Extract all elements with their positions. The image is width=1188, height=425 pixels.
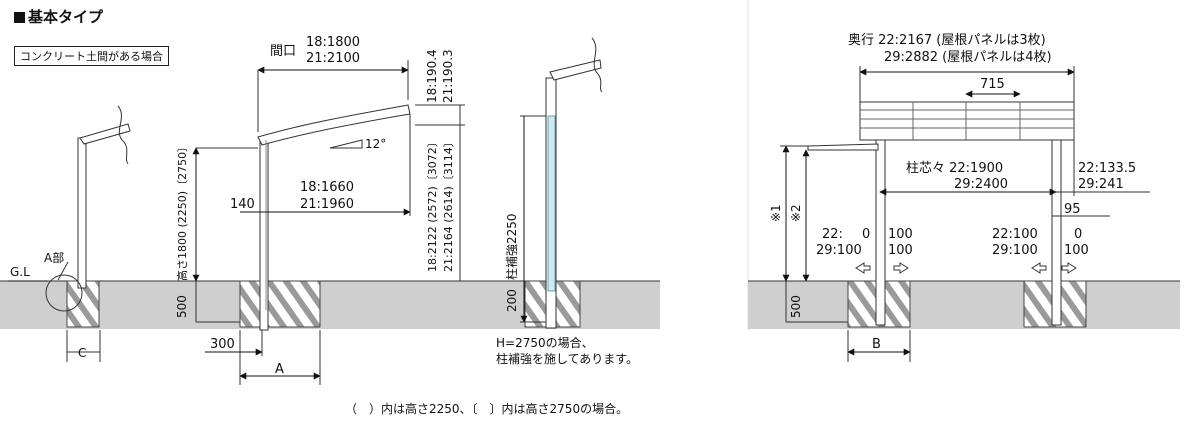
dim-500-side: 500: [789, 295, 803, 318]
h-note-1: H=2750の場合、: [496, 335, 594, 350]
left-29: 29:100: [816, 243, 862, 258]
mark-1: ※1: [769, 204, 783, 222]
total-18: 18:2122 (2572)〔3072〕: [426, 136, 439, 272]
dim-140: 140: [230, 197, 255, 212]
total-21: 21:2164 (2614)〔3114〕: [442, 136, 455, 272]
square-bullet-icon: [14, 12, 25, 23]
foundation-a: [66, 280, 100, 328]
arrow-left-icon: [855, 262, 871, 274]
reinforce-label: 柱補強2250: [504, 213, 519, 280]
a-part-label: A部: [44, 250, 64, 265]
reinforcement-section: [547, 115, 556, 292]
dim-200: 200: [505, 289, 519, 312]
a-label: A: [275, 362, 284, 377]
roof-panel: [859, 101, 1075, 141]
footer-note: （ ）内は高さ2250、〔 〕内は高さ2750の場合。: [345, 402, 629, 416]
front-elevation: A部 G.L C 間口 18:1800 21:2100 12° 高さ1800 (…: [0, 35, 660, 385]
overhang-29: 29:241: [1078, 177, 1124, 192]
arrow-right-icon-2: [1061, 262, 1077, 274]
right-29: 29:100: [992, 243, 1038, 258]
ground-band-side: [748, 281, 1180, 329]
side-elevation: 奥行 22:2167 (屋根パネルは3枚) 29:2882 (屋根パネルは4枚)…: [748, 33, 1180, 362]
dim-300: 300: [210, 337, 235, 352]
foundation-main: [239, 280, 321, 328]
c-label: C: [78, 346, 86, 360]
right-22: 22:100: [992, 227, 1038, 242]
h-note-2: 柱補強を施してあります。: [496, 351, 638, 366]
angle-label: 12°: [365, 137, 386, 151]
maguchi-label: 間口: [270, 44, 296, 59]
dim-715: 715: [980, 77, 1005, 92]
dim-500-left: 500: [175, 295, 189, 318]
span-18: 18:1660: [300, 180, 354, 195]
slope-18: 18:190.4: [425, 49, 439, 103]
depth-2: 29:2882 (屋根パネルは4枚): [884, 50, 1052, 65]
section-title: 基本タイプ: [14, 6, 103, 27]
arrow-left-icon-2: [1031, 262, 1047, 274]
condition-badge: コンクリート土間がある場合: [14, 46, 169, 66]
mark-2: ※2: [789, 204, 803, 222]
overhang-22: 22:133.5: [1078, 161, 1136, 176]
left-22-100: 100: [888, 227, 913, 242]
depth-1: 奥行 22:2167 (屋根パネルは3枚): [848, 33, 1046, 48]
height-label: 高さ1800 (2250)〔2750〕: [175, 141, 189, 281]
left-22: 22:: [822, 227, 843, 242]
left-22-0: 0: [862, 227, 870, 242]
pitch-29: 29:2400: [954, 177, 1008, 192]
section-title-text: 基本タイプ: [28, 8, 104, 26]
b-label: B: [872, 337, 881, 352]
gl-label: G.L: [10, 265, 30, 279]
arrow-right-icon: [893, 262, 909, 274]
right-22-0: 0: [1074, 227, 1082, 242]
detail-circle: [45, 274, 83, 312]
slope-21: 21:190.3: [441, 49, 455, 103]
maguchi-21: 21:2100: [306, 51, 360, 66]
maguchi-18: 18:1800: [306, 35, 360, 50]
left-29-100: 100: [888, 243, 913, 258]
pitch-label: 柱芯々 22:1900: [906, 161, 1003, 176]
dim-95: 95: [1064, 202, 1081, 217]
span-21: 21:1960: [300, 197, 354, 212]
right-29-100: 100: [1064, 243, 1089, 258]
